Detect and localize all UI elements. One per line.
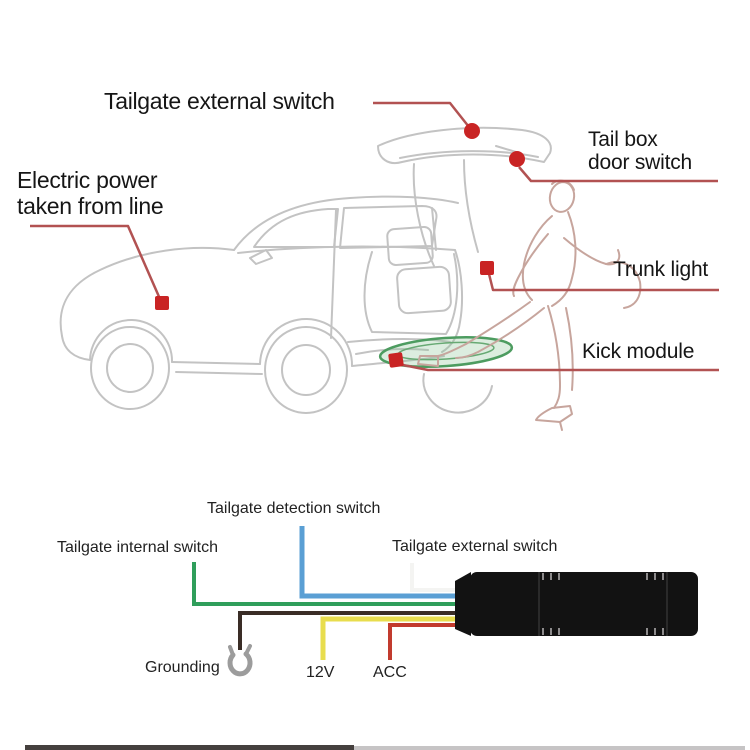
point-markers xyxy=(155,123,525,368)
label-kick-module: Kick module xyxy=(582,340,695,363)
marker-tailgate-external xyxy=(464,123,480,139)
person-figure xyxy=(417,179,642,431)
kick-sensor-shape xyxy=(378,336,514,368)
leader-kick-module xyxy=(397,362,719,372)
leader-electric-power xyxy=(30,224,162,300)
label-wire-internal: Tailgate internal switch xyxy=(57,539,218,556)
wire-grounding xyxy=(238,611,472,650)
wire-harness xyxy=(192,526,472,677)
leader-lines xyxy=(30,101,719,372)
wire-tailgate-external xyxy=(410,563,472,592)
label-wire-external: Tailgate external switch xyxy=(392,538,558,555)
marker-trunk-light xyxy=(480,261,494,275)
wire-tailgate-detection xyxy=(299,526,472,599)
label-acc: ACC xyxy=(373,664,407,681)
grounding-terminal-icon xyxy=(227,644,253,677)
label-electric-power-line1: Electric power xyxy=(17,167,158,193)
marker-electric-power xyxy=(155,296,169,310)
wire-tailgate-internal xyxy=(192,562,472,606)
leader-trunk-light xyxy=(487,273,719,292)
car-outline xyxy=(59,126,552,414)
wire-acc xyxy=(388,623,472,660)
leader-tail-box xyxy=(518,166,718,183)
barrel-connector xyxy=(455,572,698,636)
label-wire-detection: Tailgate detection switch xyxy=(207,500,381,517)
label-tail-box-line2: door switch xyxy=(588,151,693,174)
marker-tail-box xyxy=(509,151,525,167)
bottom-strip-light xyxy=(354,746,745,750)
label-electric-power-line2: taken from line xyxy=(17,193,164,219)
leader-tailgate-external xyxy=(373,101,470,128)
label-grounding: Grounding xyxy=(145,659,220,676)
marker-kick-module xyxy=(388,352,404,368)
label-tailgate-external-switch: Tailgate external switch xyxy=(104,88,335,114)
bottom-strip-dark xyxy=(25,745,354,750)
label-12v: 12V xyxy=(306,664,335,681)
wire-12v xyxy=(320,616,472,660)
label-trunk-light: Trunk light xyxy=(613,258,709,281)
label-tail-box-line1: Tail box xyxy=(588,128,658,151)
